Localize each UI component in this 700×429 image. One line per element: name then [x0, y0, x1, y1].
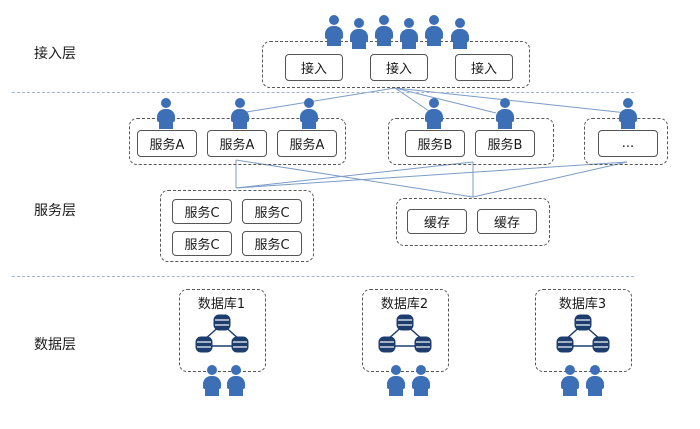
- person-icon: [412, 365, 430, 396]
- service-c-node: 服务C: [172, 231, 232, 256]
- service-b-node: 服务B: [475, 130, 535, 157]
- service-b-node: 服务B: [405, 130, 465, 157]
- person-icon: [561, 365, 579, 396]
- database-cluster-icon: [195, 314, 249, 353]
- person-icon: [325, 15, 343, 46]
- person-icon: [157, 98, 175, 129]
- person-icon: [619, 98, 637, 129]
- person-icon: [227, 365, 245, 396]
- service-a-node: 服务A: [137, 130, 197, 157]
- layer-divider: [12, 92, 634, 93]
- layer-label-service: 服务层: [34, 203, 76, 219]
- service-c-group: [160, 190, 314, 262]
- service-a-node: 服务A: [207, 130, 267, 157]
- layer-label-data: 数据层: [34, 337, 76, 353]
- service-b-group: [388, 118, 554, 165]
- service-c-node: 服务C: [242, 199, 302, 224]
- person-icon: [425, 98, 443, 129]
- database-title: 数据库1: [197, 297, 246, 312]
- access-node: 接入: [455, 54, 513, 81]
- database-title: 数据库3: [558, 297, 607, 312]
- person-icon: [496, 98, 514, 129]
- access-group: [262, 41, 530, 88]
- layer-divider: [12, 276, 634, 277]
- cache-node: 缓存: [407, 209, 467, 234]
- service-c-node: 服务C: [242, 231, 302, 256]
- person-icon: [350, 18, 368, 49]
- service-c-node: 服务C: [172, 199, 232, 224]
- cache-node: 缓存: [477, 209, 537, 234]
- person-icon: [375, 15, 393, 46]
- person-icon: [400, 18, 418, 49]
- person-icon: [586, 365, 604, 396]
- person-icon: [231, 98, 249, 129]
- person-icon: [387, 365, 405, 396]
- person-icon: [451, 18, 469, 49]
- layer-label-access: 接入层: [34, 46, 76, 62]
- access-node: 接入: [285, 54, 343, 81]
- database-cluster-icon: [378, 314, 432, 353]
- access-node: 接入: [370, 54, 428, 81]
- cache-group: [396, 198, 550, 246]
- person-icon: [425, 15, 443, 46]
- database-cluster-icon: [556, 314, 610, 353]
- database-title: 数据库2: [380, 297, 429, 312]
- person-icon: [300, 98, 318, 129]
- service-more-node: ...: [598, 130, 658, 157]
- database-group: [362, 289, 449, 372]
- database-group: [535, 289, 632, 372]
- database-group: [179, 289, 266, 372]
- service-a-node: 服务A: [277, 130, 337, 157]
- person-icon: [203, 365, 221, 396]
